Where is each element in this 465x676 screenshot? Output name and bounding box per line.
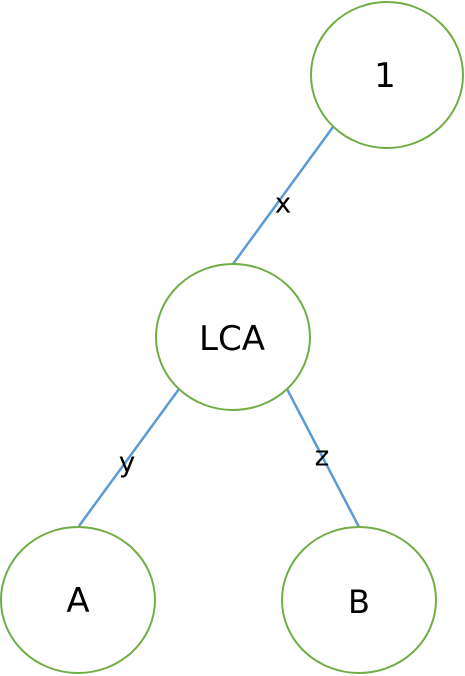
edge-label-x: x <box>275 187 292 220</box>
node-lca: LCA <box>155 263 311 411</box>
edge-root-to-lca <box>231 126 335 265</box>
node-a-label: A <box>66 581 89 621</box>
edge-lca-to-a <box>77 388 181 527</box>
node-b-label: B <box>348 583 370 621</box>
node-b: B <box>281 526 437 674</box>
node-lca-label: LCA <box>199 319 265 359</box>
edge-label-y: y <box>119 446 136 479</box>
edge-lca-to-b <box>285 388 361 528</box>
edge-label-z: z <box>315 440 330 473</box>
node-root: 1 <box>310 1 464 149</box>
node-a: A <box>0 526 156 674</box>
node-root-label: 1 <box>374 56 396 96</box>
